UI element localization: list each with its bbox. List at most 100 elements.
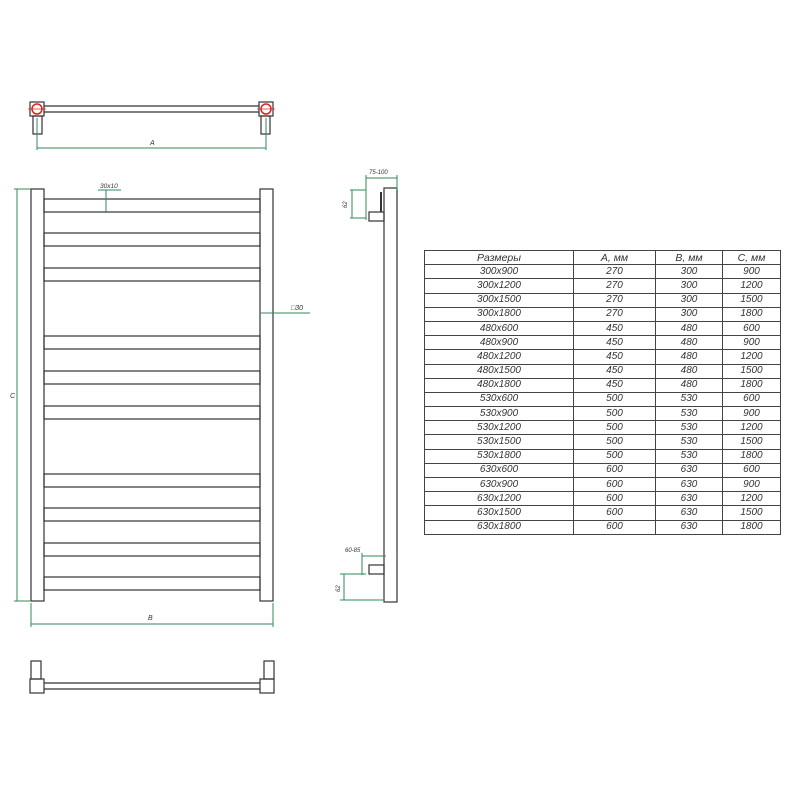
table-cell: 600	[573, 505, 656, 521]
table-cell: 530x900	[424, 406, 574, 422]
dimension-A	[36, 118, 267, 150]
table-cell: 480x600	[424, 320, 574, 337]
table-cell: 500	[573, 448, 656, 464]
table-cell: 600	[573, 491, 656, 507]
table-cell: 530x600	[424, 391, 574, 408]
bottom-height-label: 62	[336, 585, 342, 592]
towel-bar	[43, 405, 261, 420]
table-cell: 1800	[722, 448, 781, 464]
table-cell: 630x1500	[424, 505, 574, 521]
table-cell: 630	[655, 505, 723, 521]
towel-bar	[43, 267, 261, 282]
table-cell: 530	[655, 391, 723, 408]
towel-bar	[43, 335, 261, 350]
table-cell: 480	[655, 349, 723, 365]
table-cell: 630	[655, 491, 723, 507]
table-cell: 530x1200	[424, 420, 574, 436]
table-cell: 450	[573, 320, 656, 337]
table-cell: 630	[655, 476, 723, 493]
towel-bar	[43, 198, 261, 213]
table-cell: 530	[655, 448, 723, 464]
table-cell: 1200	[722, 420, 781, 436]
table-cell: 900	[722, 476, 781, 493]
table-cell: 270	[573, 278, 656, 294]
table-cell: 300	[655, 264, 723, 280]
table-cell: 300	[655, 292, 723, 308]
table-cell: 450	[573, 363, 656, 379]
table-cell: 1500	[722, 363, 781, 379]
table-cell: 300x1200	[424, 278, 574, 294]
table-cell: 530x1500	[424, 434, 574, 450]
table-cell: 600	[573, 476, 656, 493]
table-cell: 630x1800	[424, 519, 574, 535]
header-c: C, мм	[722, 249, 781, 266]
table-cell: 480	[655, 363, 723, 379]
table-cell: 300x1800	[424, 306, 574, 322]
table-cell: 300	[655, 278, 723, 294]
table-cell: 600	[722, 462, 781, 479]
table-cell: 600	[722, 320, 781, 337]
bottom-view	[29, 660, 275, 694]
table-cell: 1200	[722, 491, 781, 507]
towel-bar	[43, 232, 261, 247]
dim-A-label: A	[149, 140, 155, 147]
table-cell: 300x900	[424, 264, 574, 280]
table-cell: 500	[573, 406, 656, 422]
table-cell: 270	[573, 292, 656, 308]
table-cell: 480x1800	[424, 377, 574, 393]
table-cell: 1500	[722, 292, 781, 308]
towel-bar	[43, 370, 261, 385]
table-cell: 1500	[722, 434, 781, 450]
table-cell: 630x900	[424, 476, 574, 493]
dim-B-label: B	[148, 615, 153, 622]
table-cell: 1800	[722, 519, 781, 535]
table-cell: 1200	[722, 278, 781, 294]
dim-C-label: C	[10, 393, 16, 400]
table-cell: 600	[573, 462, 656, 479]
header-a: A, мм	[573, 249, 656, 266]
table-cell: 450	[573, 335, 656, 351]
table-cell: 630	[655, 462, 723, 479]
header-b: B, мм	[655, 249, 723, 266]
top-height-label: 62	[343, 201, 349, 208]
table-cell: 480x1200	[424, 349, 574, 365]
table-cell: 300x1500	[424, 292, 574, 308]
table-cell: 600	[573, 519, 656, 535]
table-cell: 1800	[722, 306, 781, 322]
table-cell: 480	[655, 320, 723, 337]
post-section-label: □30	[291, 305, 303, 312]
table-header-row: Размеры A, мм B, мм C, мм	[424, 249, 781, 266]
top-offset-label: 75-100	[369, 170, 388, 176]
table-cell: 630	[655, 519, 723, 535]
table-cell: 480	[655, 335, 723, 351]
table-cell: 500	[573, 391, 656, 408]
table-cell: 1800	[722, 377, 781, 393]
top-view	[28, 101, 275, 135]
table-cell: 900	[722, 335, 781, 351]
table-cell: 630x600	[424, 462, 574, 479]
towel-bar	[43, 507, 261, 522]
table-cell: 500	[573, 420, 656, 436]
towel-bar	[43, 542, 261, 557]
table-cell: 600	[722, 391, 781, 408]
side-view	[368, 187, 398, 603]
